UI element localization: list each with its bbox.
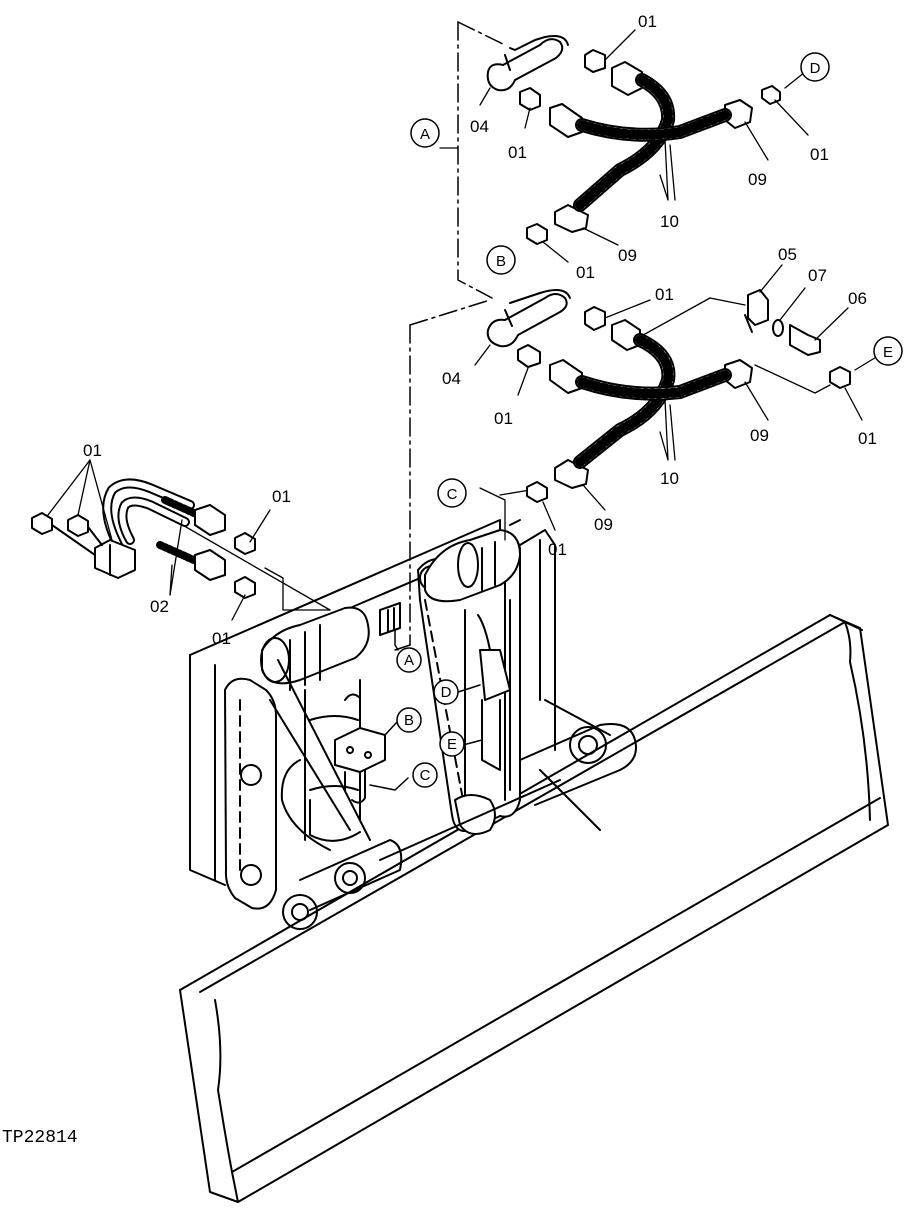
callout-mid-09-a: 09 <box>750 426 769 445</box>
phantom-lines <box>394 21 506 651</box>
connector-b-machine: B <box>404 712 414 729</box>
callout-mid-07: 07 <box>808 266 827 285</box>
callout-top-09-a: 09 <box>748 170 767 189</box>
left-cylinder-assembly <box>260 606 371 851</box>
connector-b-top: B <box>496 253 506 270</box>
left-hose-group <box>31 459 271 621</box>
callout-mid-04: 04 <box>442 369 461 388</box>
machine-connector-leaders <box>369 629 483 791</box>
connector-e-machine: E <box>447 736 457 753</box>
top-hose-group <box>479 29 809 263</box>
callout-top-10: 10 <box>660 212 679 231</box>
callout-mid-09-b: 09 <box>594 515 613 534</box>
connector-a-top: A <box>420 126 430 143</box>
machine-manifolds <box>334 602 401 804</box>
connector-c-mid: C <box>447 486 458 503</box>
callout-mid-05: 05 <box>778 245 797 264</box>
callout-left-01-lower: 01 <box>212 629 231 648</box>
left-link-arm <box>224 677 277 910</box>
callout-top-01-a: 01 <box>638 12 657 31</box>
callout-top-01-b: 01 <box>508 143 527 162</box>
connector-a-machine: A <box>404 652 414 669</box>
callout-top-04: 04 <box>470 117 489 136</box>
callout-left-01-upper: 01 <box>272 487 291 506</box>
middle-hose-group <box>474 264 879 531</box>
connector-circles <box>396 52 903 788</box>
callout-top-09-b: 09 <box>618 246 637 265</box>
callout-mid-10: 10 <box>660 469 679 488</box>
callout-labels: 01 04 01 01 09 10 09 01 05 07 06 01 04 0… <box>83 12 877 648</box>
right-cylinder-assembly <box>424 529 521 835</box>
callout-left-01-group: 01 <box>83 441 102 460</box>
dozer-blade <box>179 614 889 1203</box>
connector-d-top: D <box>810 60 821 77</box>
connector-e-mid: E <box>883 344 893 361</box>
callout-left-02: 02 <box>150 597 169 616</box>
connector-d-machine: D <box>441 684 452 701</box>
callout-mid-01-a: 01 <box>655 285 674 304</box>
callout-mid-01-e: 01 <box>858 429 877 448</box>
pivot-bosses <box>282 699 637 930</box>
callout-mid-01-c: 01 <box>548 540 567 559</box>
connector-letters: A B C D E A B C D E <box>404 60 893 784</box>
callout-top-01-d: 01 <box>810 145 829 164</box>
figure-reference-code: TP22814 <box>2 1128 78 1148</box>
callout-mid-06: 06 <box>848 289 867 308</box>
connector-c-machine: C <box>420 767 431 784</box>
callout-mid-01-b: 01 <box>494 409 513 428</box>
callout-top-01-c: 01 <box>576 263 595 282</box>
